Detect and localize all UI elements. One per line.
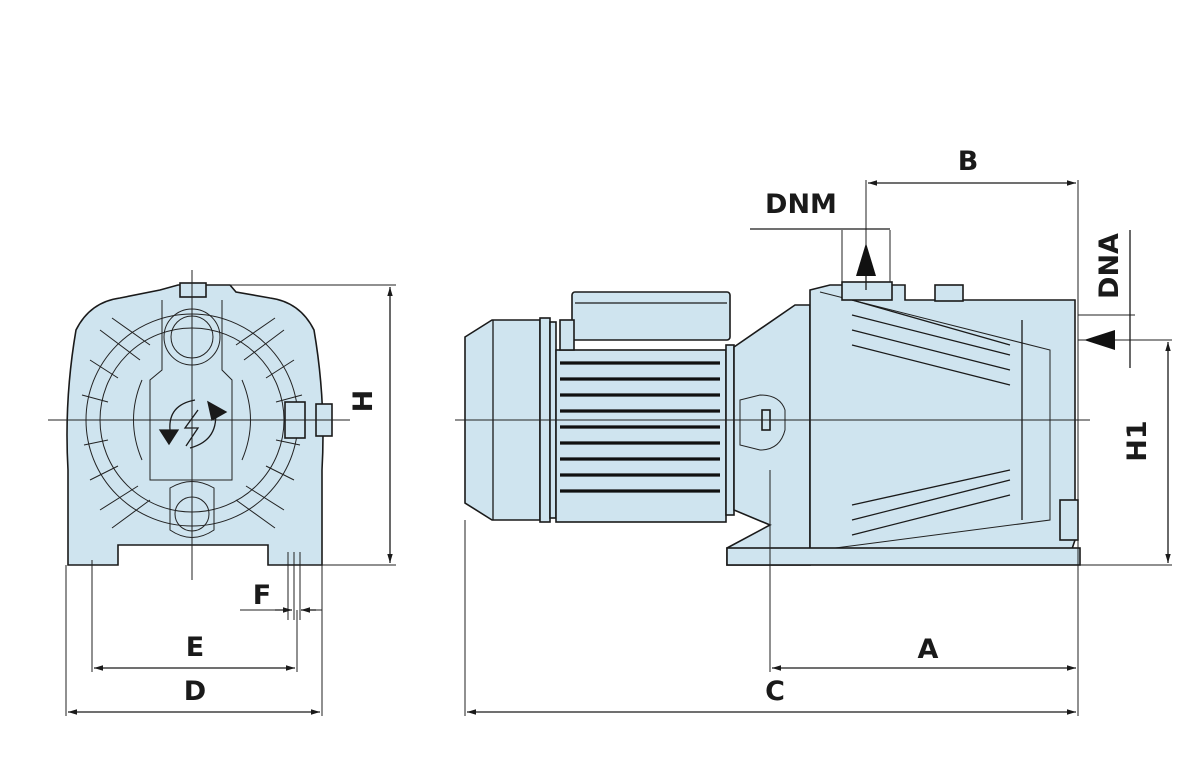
dim-label-DNM: DNM (765, 189, 837, 220)
front-view (48, 270, 350, 620)
base-foot (726, 547, 1081, 566)
dim-label-H: H (348, 390, 379, 413)
outlet-housing (149, 300, 233, 481)
dna-arrow-icon (1084, 330, 1115, 350)
dnm-arrow-icon (856, 243, 876, 276)
dim-label-D: D (184, 676, 206, 707)
terminal-box (571, 291, 731, 341)
foot-lines (91, 552, 301, 620)
motor-body (555, 349, 727, 523)
dim-label-B: B (958, 146, 979, 177)
dim-label-C: C (765, 676, 785, 707)
dim-label-F: F (253, 580, 271, 611)
bracket-window (739, 394, 786, 451)
front-dimensions: H F E D (65, 284, 396, 716)
suction-port (841, 281, 893, 301)
drain-boss (169, 481, 215, 538)
dim-label-DNA: DNA (1094, 233, 1125, 299)
casing-ribs (851, 299, 1011, 536)
dim-label-A: A (918, 634, 939, 665)
fill-plug (934, 284, 964, 302)
pump-bracket (726, 304, 811, 566)
top-plug (179, 282, 207, 298)
side-view (455, 281, 1090, 566)
dim-label-E: E (186, 632, 204, 663)
motor-front-flange (725, 344, 735, 516)
dim-label-H1: H1 (1122, 420, 1153, 461)
front-center-lines (48, 270, 350, 580)
motor-cooling-fins (560, 361, 720, 493)
side-dimensions: C A B DNM DNA H1 (464, 146, 1172, 716)
inlet-plug (1059, 499, 1079, 541)
ribs (81, 317, 303, 529)
